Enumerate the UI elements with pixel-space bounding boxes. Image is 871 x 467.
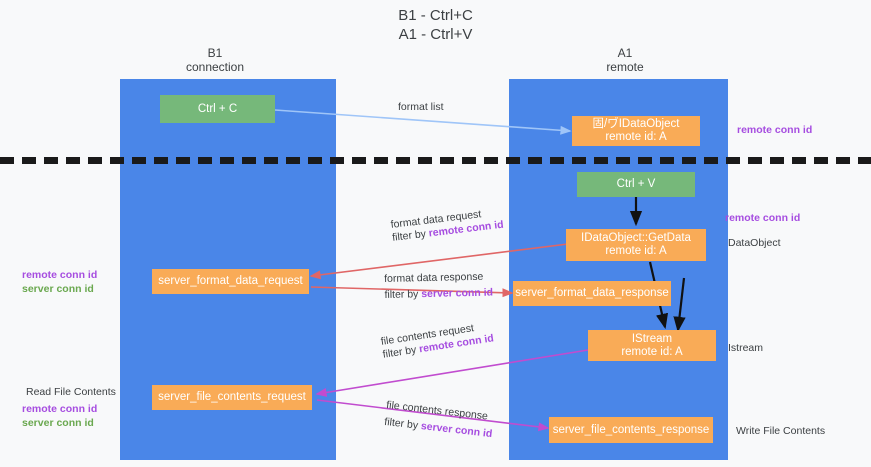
edge-label-file-contents-response: file contents response filter by server … <box>384 399 495 441</box>
annotation-left-remote-conn-id-2: remote conn id <box>22 403 98 415</box>
annotation-right-remote-conn-id-top: remote conn id <box>737 123 812 137</box>
lane-header-b1-sub: connection <box>185 60 245 74</box>
box-getdata-label2: remote id: A <box>605 245 667 257</box>
annotation-right-remote-conn-id-mid-text: remote conn id <box>725 212 801 224</box>
diagram-title-line2: A1 - Ctrl+V <box>398 26 473 43</box>
box-istream-label1: IStream <box>631 332 673 345</box>
filter-key-server-conn-id: server conn id <box>421 286 494 301</box>
box-ctrl-v-label: Ctrl + V <box>616 178 656 190</box>
box-ctrl-c[interactable]: Ctrl + C <box>160 95 275 123</box>
annotation-left-conn-ids-2: remote conn id server conn id <box>22 402 97 430</box>
annotation-left-server-conn-id-1: server conn id <box>22 283 94 295</box>
lane-header-a1: A1 remote <box>555 46 695 74</box>
box-server-file-contents-response-label: server_file_contents_response <box>552 423 710 436</box>
edge-label-format-data-response-text: format data response <box>384 270 484 285</box>
edge-label-file-contents-request: file contents request filter by remote c… <box>380 319 495 361</box>
filter-key-server-conn-id: server conn id <box>420 420 493 441</box>
box-server-format-data-response[interactable]: server_format_data_response <box>513 281 671 306</box>
filter-prefix: filter by <box>383 415 422 432</box>
box-server-format-data-response-label: server_format_data_response <box>515 287 669 299</box>
box-idataobject-label2: remote id: A <box>605 131 667 143</box>
box-idataobject-label1: 固/ヷIDataObject <box>592 118 680 130</box>
annotation-right-remote-conn-id-top-text: remote conn id <box>737 124 813 136</box>
box-server-format-data-request[interactable]: server_format_data_request <box>152 269 309 294</box>
diagram-title: B1 - Ctrl+C A1 - Ctrl+V <box>0 6 871 44</box>
annotation-left-read-file-contents: Read File Contents <box>26 385 116 399</box>
lane-header-a1-name: A1 <box>617 46 633 60</box>
box-server-file-contents-response[interactable]: server_file_contents_response <box>549 417 713 443</box>
box-server-file-contents-request[interactable]: server_file_contents_request <box>152 385 312 410</box>
box-istream[interactable]: IStream remote id: A <box>588 330 716 361</box>
edge-label-format-data-response-filter: filter by server conn id <box>384 287 493 302</box>
annotation-right-dataobject-text: DataObject <box>728 237 781 249</box>
annotation-left-read-file-contents-text: Read File Contents <box>26 386 116 398</box>
annotation-left-remote-conn-id-1: remote conn id <box>22 269 98 281</box>
lane-header-b1: B1 connection <box>150 46 280 74</box>
box-istream-label2: remote id: A <box>621 345 683 358</box>
edge-label-format-list-text: format list <box>398 101 444 113</box>
box-server-file-contents-request-label: server_file_contents_request <box>158 391 306 403</box>
annotation-left-server-conn-id-2: server conn id <box>22 417 94 429</box>
diagram-title-line1: B1 - Ctrl+C <box>398 7 473 24</box>
annotation-right-write-file-contents-text: Write File Contents <box>736 425 826 437</box>
phase-divider <box>0 157 871 164</box>
annotation-right-dataobject: DataObject <box>728 236 781 250</box>
box-ctrl-c-label: Ctrl + C <box>197 102 238 115</box>
box-idataobject-getdata[interactable]: IDataObject::GetData remote id: A <box>566 229 706 261</box>
annotation-right-istream-text: Istream <box>728 342 764 354</box>
box-ctrl-v[interactable]: Ctrl + V <box>577 172 695 197</box>
lane-header-a1-sub: remote <box>606 60 644 74</box>
box-server-format-data-request-label: server_format_data_request <box>158 275 303 287</box>
edge-label-format-data-response: format data response filter by server co… <box>384 271 493 302</box>
edge-label-format-list: format list <box>398 101 444 114</box>
annotation-right-remote-conn-id-mid: remote conn id <box>725 211 800 225</box>
edge-label-format-data-request: format data request filter by remote con… <box>390 206 504 245</box>
annotation-right-write-file-contents: Write File Contents <box>736 424 825 438</box>
box-getdata-label1: IDataObject::GetData <box>581 232 691 244</box>
box-idataobject[interactable]: 固/ヷIDataObject remote id: A <box>572 116 700 146</box>
annotation-left-conn-ids-1: remote conn id server conn id <box>22 268 97 296</box>
filter-prefix: filter by <box>384 288 422 301</box>
lane-header-b1-name: B1 <box>207 46 223 60</box>
annotation-right-istream: Istream <box>728 341 763 355</box>
